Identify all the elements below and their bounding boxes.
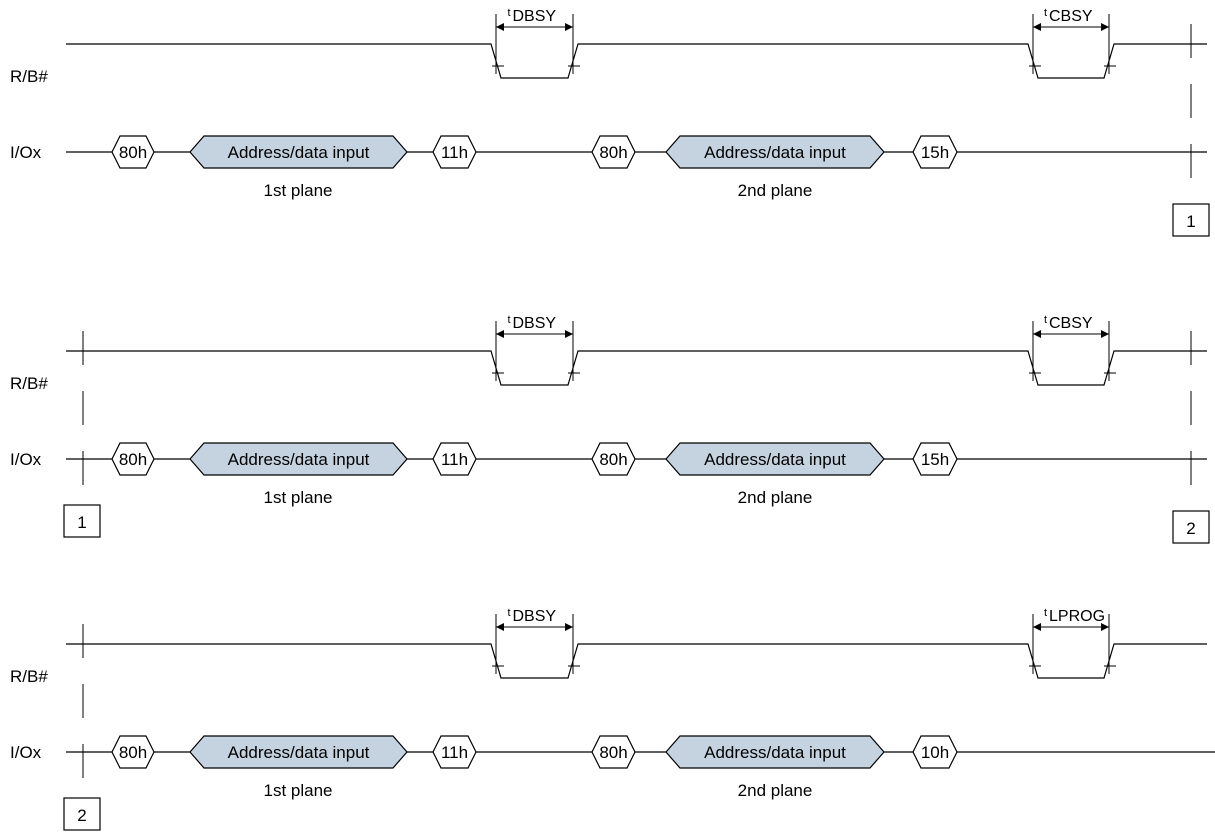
plane-label: 2nd plane — [738, 781, 813, 800]
timing-superscript: t — [1044, 607, 1047, 619]
command-segment — [432, 735, 477, 769]
plane-label: 1st plane — [264, 181, 333, 200]
address-data-label: Address/data input — [228, 143, 370, 162]
command-segment — [432, 442, 477, 476]
address-data-label: Address/data input — [704, 143, 846, 162]
connector-label: 1 — [1186, 212, 1195, 231]
command-label: 80h — [599, 743, 627, 762]
timing-superscript: t — [1044, 7, 1047, 19]
command-segment — [591, 442, 636, 476]
arrow-left — [496, 623, 504, 631]
plane-label: 2nd plane — [738, 181, 813, 200]
rb-waveform — [66, 43, 1207, 79]
address-data-label: Address/data input — [228, 743, 370, 762]
arrow-left — [1033, 330, 1041, 338]
connector-box-left — [63, 504, 101, 538]
timing-superscript: t — [508, 314, 511, 326]
signal-label-io: I/Ox — [10, 450, 42, 469]
arrow-right — [1101, 23, 1109, 31]
plane-label: 2nd plane — [738, 488, 813, 507]
timing-superscript: t — [508, 607, 511, 619]
plane-label: 1st plane — [264, 781, 333, 800]
signal-label-io: I/Ox — [10, 143, 42, 162]
arrow-left — [496, 23, 504, 31]
command-segment — [912, 735, 958, 769]
signal-label-io: I/Ox — [10, 743, 42, 762]
timing-label: CBSY — [1049, 315, 1093, 332]
command-label: 11h — [441, 743, 468, 762]
command-segment — [111, 442, 155, 476]
arrow-right — [565, 23, 573, 31]
command-label: 11h — [441, 143, 468, 162]
timing-superscript: t — [508, 7, 511, 19]
arrow-left — [1033, 23, 1041, 31]
command-label: 80h — [599, 450, 627, 469]
command-label: 15h — [921, 143, 949, 162]
command-segment — [591, 135, 636, 169]
command-label: 80h — [599, 143, 627, 162]
address-data-label: Address/data input — [704, 743, 846, 762]
connector-box-right — [1172, 203, 1210, 237]
timing-label: DBSY — [513, 315, 557, 332]
connector-box-left — [63, 797, 101, 831]
arrow-right — [565, 623, 573, 631]
timing-label: CBSY — [1049, 8, 1093, 25]
signal-label-rb: R/B# — [10, 667, 48, 686]
rb-waveform — [66, 350, 1207, 386]
address-data-input-segment — [665, 735, 885, 769]
rb-waveform — [66, 643, 1207, 679]
connector-label: 1 — [77, 513, 86, 532]
address-data-input-segment — [665, 135, 885, 169]
timing-superscript: t — [1044, 314, 1047, 326]
connector-box-right — [1172, 510, 1210, 544]
plane-label: 1st plane — [264, 488, 333, 507]
arrow-right — [1101, 623, 1109, 631]
address-data-label: Address/data input — [228, 450, 370, 469]
command-segment — [111, 135, 155, 169]
signal-label-rb: R/B# — [10, 67, 48, 86]
arrow-left — [496, 330, 504, 338]
timing-label: DBSY — [513, 608, 557, 625]
arrow-right — [1101, 330, 1109, 338]
command-segment — [912, 135, 958, 169]
arrow-right — [565, 330, 573, 338]
address-data-input-segment — [665, 442, 885, 476]
address-data-input-segment — [189, 442, 408, 476]
command-segment — [912, 442, 958, 476]
connector-label: 2 — [77, 806, 86, 825]
address-data-input-segment — [189, 135, 408, 169]
command-segment — [432, 135, 477, 169]
signal-label-rb: R/B# — [10, 374, 48, 393]
command-segment — [591, 735, 636, 769]
address-data-label: Address/data input — [704, 450, 846, 469]
address-data-input-segment — [189, 735, 408, 769]
connector-label: 2 — [1186, 519, 1195, 538]
command-label: 11h — [441, 450, 468, 469]
command-segment — [111, 735, 155, 769]
arrow-left — [1033, 623, 1041, 631]
command-label: 15h — [921, 450, 949, 469]
timing-label: LPROG — [1049, 608, 1105, 625]
command-label: 10h — [921, 743, 949, 762]
command-label: 80h — [119, 743, 147, 762]
command-label: 80h — [119, 143, 147, 162]
command-label: 80h — [119, 450, 147, 469]
timing-label: DBSY — [513, 8, 557, 25]
